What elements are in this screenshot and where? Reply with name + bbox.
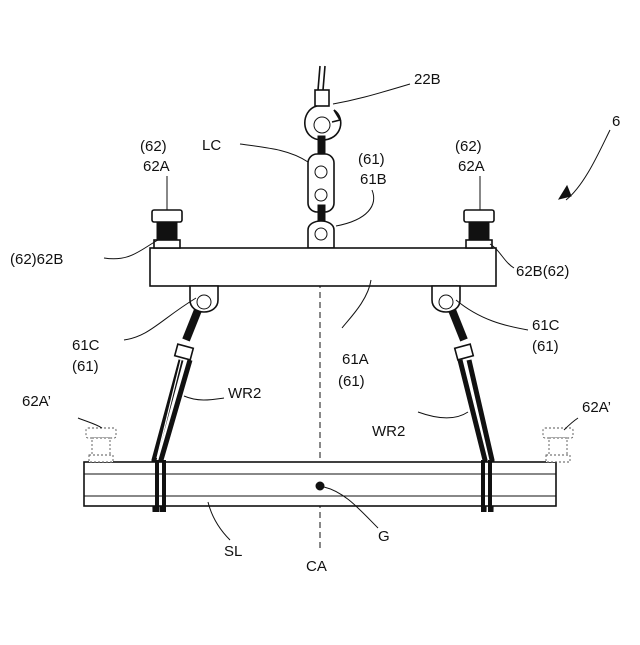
clamp-right (464, 210, 494, 248)
label-61a-paren: (61) (338, 373, 365, 390)
label-6: 6 (612, 113, 620, 130)
label-lc: LC (202, 137, 221, 154)
bracket-right (432, 286, 460, 312)
hanger-beam (150, 248, 496, 286)
label-sl: SL (224, 543, 242, 560)
label-62a-prime-right: 62A’ (582, 399, 611, 416)
label-62a-prime-left: 62A’ (22, 393, 51, 410)
label-61c-right: 61C (532, 317, 560, 334)
clamp-left (152, 210, 182, 248)
label-wr2-right: WR2 (372, 423, 405, 440)
label-22b: 22B (414, 71, 441, 88)
lifting-chain (308, 136, 334, 248)
label-61c-left: 61C (72, 337, 100, 354)
label-62-right: (62) (455, 138, 482, 155)
label-ca: CA (306, 558, 327, 575)
label-62a-left: 62A (143, 158, 170, 175)
label-61c-left-paren: (61) (72, 358, 99, 375)
clamp-prime-left (86, 428, 116, 462)
label-61c-right-paren: (61) (532, 338, 559, 355)
label-61a: 61A (342, 351, 369, 368)
center-of-gravity-point (316, 482, 324, 490)
label-62-left: (62) (140, 138, 167, 155)
label-62b-left: (62)62B (10, 251, 63, 268)
crane-hook (305, 66, 341, 140)
label-62b-right: 62B(62) (516, 263, 569, 280)
clamp-prime-right (543, 428, 573, 462)
label-wr2-left: WR2 (228, 385, 261, 402)
label-62a-right: 62A (458, 158, 485, 175)
label-61b: 61B (360, 171, 387, 188)
label-61-top: (61) (358, 151, 385, 168)
label-g: G (378, 528, 390, 545)
